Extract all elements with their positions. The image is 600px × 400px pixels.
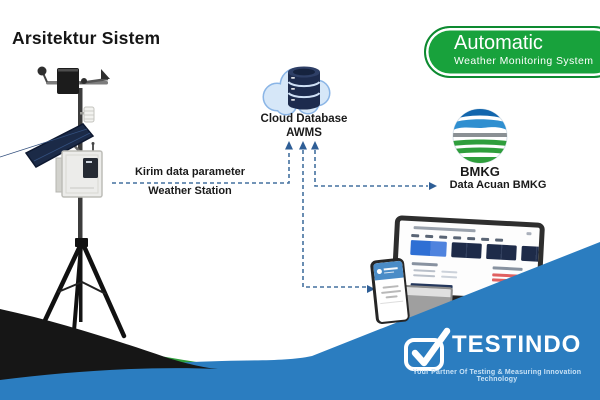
dashboard-card bbox=[451, 242, 482, 259]
dashboard-card bbox=[486, 243, 517, 261]
alert-row bbox=[491, 278, 523, 283]
bmkg-logo bbox=[452, 108, 508, 164]
brand-logo: TESTINDO Your Partner Of Testing & Measu… bbox=[402, 326, 594, 383]
phone-divider bbox=[379, 300, 403, 304]
dashboard-cards bbox=[410, 239, 540, 263]
dashboard-card-active bbox=[410, 239, 447, 257]
phone-header-subtext bbox=[383, 271, 394, 274]
brand-name: TESTINDO bbox=[452, 331, 582, 358]
alert-row bbox=[492, 273, 527, 278]
phone-header-text bbox=[383, 266, 398, 271]
table-row bbox=[441, 270, 458, 274]
phone-text-line bbox=[381, 284, 399, 289]
awms-label: AWMS bbox=[286, 127, 322, 139]
badge-subtitle: Weather Monitoring System bbox=[454, 55, 594, 67]
cloud-database-label: Cloud Database bbox=[260, 113, 348, 125]
black-swoosh bbox=[0, 309, 218, 380]
awms-badge: Automatic Weather Monitoring System bbox=[424, 26, 600, 78]
badge-title: Automatic bbox=[454, 32, 543, 54]
phone-text-line bbox=[385, 294, 398, 299]
phone-app-logo bbox=[376, 268, 382, 274]
table-row bbox=[413, 269, 436, 273]
bmkg-caption: Data Acuan BMKG bbox=[449, 179, 547, 191]
tablet-screen-strip bbox=[402, 286, 451, 298]
dashboard-card bbox=[521, 245, 540, 263]
section-label bbox=[492, 266, 523, 271]
cloud-database-icon bbox=[262, 66, 331, 116]
phone-screen bbox=[372, 260, 408, 322]
dashboard-title-bar bbox=[413, 226, 476, 233]
section-label bbox=[411, 262, 438, 266]
bmkg-name: BMKG bbox=[460, 164, 500, 179]
phone-app-header bbox=[372, 260, 404, 281]
page-title: Arsitektur Sistem bbox=[12, 28, 161, 48]
flow-label-line1: Kirim data parameter bbox=[134, 166, 246, 178]
phone-text-line bbox=[380, 289, 401, 294]
weather-station-icon bbox=[0, 66, 127, 339]
green-sliver bbox=[132, 352, 226, 376]
table-row bbox=[441, 275, 458, 279]
table-row bbox=[413, 274, 436, 278]
dashboard-menu-dot bbox=[526, 232, 532, 236]
phone-mockup bbox=[369, 257, 411, 325]
flow-label-line2: Weather Station bbox=[148, 185, 232, 197]
brand-tagline: Your Partner Of Testing & Measuring Inno… bbox=[412, 369, 582, 383]
